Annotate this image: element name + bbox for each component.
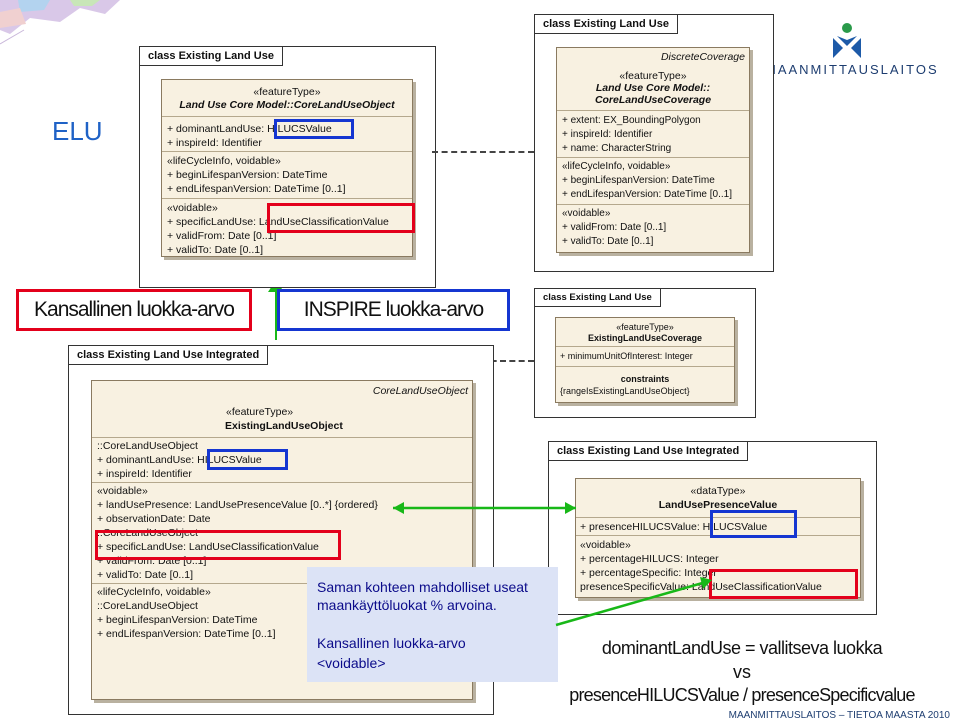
attr-valid-from: + validFrom: Date [0..1] — [562, 222, 667, 233]
attr-extent: + extent: EX_BoundingPolygon — [562, 115, 701, 126]
parent-class: DiscreteCoverage — [660, 51, 745, 63]
attr-percentage-specific: + percentageSpecific: Integer — [580, 567, 717, 579]
stereo-lifecycle: «lifeCycleInfo, voidable» — [97, 586, 211, 598]
arrowhead-left-icon — [393, 502, 404, 514]
attr-inspire-id: + inspireId: Identifier — [167, 137, 262, 149]
class-core-land-use-coverage: DiscreteCoverage «featureType» Land Use … — [556, 47, 750, 253]
highlight-landuse-classification-red-2 — [95, 530, 341, 560]
class-land-use-presence-value: «dataType» LandUsePresenceValue + presen… — [575, 478, 861, 598]
dashed-connector-1 — [432, 151, 534, 153]
note-box: Saman kohteen mahdolliset useat maankäyt… — [307, 567, 558, 682]
attr-presence-specific: presenceSpecificValue: LandUseClassifica… — [580, 581, 822, 593]
note-line1: Saman kohteen mahdolliset useat — [317, 579, 528, 595]
attr-dominant-land-use: + dominantLandUse: HILUCSValue — [167, 123, 332, 135]
attr-inspire-id: + inspireId: Identifier — [97, 468, 192, 480]
attr-inspire-id: + inspireId: Identifier — [562, 129, 653, 140]
class-existing-land-use-coverage: «featureType» ExistingLandUseCoverage + … — [555, 317, 735, 403]
highlight-landuse-classification-red-3 — [709, 569, 858, 599]
constraints-title: constraints — [620, 374, 670, 384]
class-name-line1: Land Use Core Model:: — [595, 82, 711, 94]
class-name: ExistingLandUseObject — [225, 420, 343, 432]
label-inspire-value: INSPIRE luokka-arvo — [277, 289, 510, 331]
stereo-voidable: «voidable» — [562, 208, 611, 219]
class-core-land-use-object: «featureType» Land Use Core Model::CoreL… — [161, 79, 413, 257]
highlight-hilucs-blue — [274, 119, 354, 139]
bottom-line1: dominantLandUse = vallitseva luokka — [601, 638, 883, 658]
attr-valid-to: + validTo: Date [0..1] — [562, 236, 654, 247]
attr-valid-to: + validTo: Date [0..1] — [167, 244, 264, 256]
label-national-value: Kansallinen luokka-arvo — [16, 289, 252, 331]
note-arrow-line — [555, 580, 707, 627]
package-tab: class Existing Land Use Integrated — [68, 345, 269, 365]
inherited-label: ::CoreLandUseObject — [97, 600, 198, 612]
note-line3: Kansallinen luokka-arvo — [317, 635, 466, 651]
stereo-lifecycle: «lifeCycleInfo, voidable» — [562, 161, 671, 172]
attr-valid-from: + validFrom: Date [0..1] — [167, 230, 277, 242]
class-name: ExistingLandUseCoverage — [587, 333, 703, 343]
attr-begin-lifespan: + beginLifespanVersion: DateTime — [562, 175, 715, 186]
stereo-lifecycle: «lifeCycleInfo, voidable» — [167, 155, 281, 167]
inherited-label: ::CoreLandUseObject — [97, 440, 198, 452]
attr-end-lifespan: + endLifespanVersion: DateTime [0..1] — [167, 183, 346, 195]
attr-observation-date: + observationDate: Date — [97, 513, 211, 525]
class-name-line2: CoreLandUseCoverage — [594, 94, 712, 106]
maanmittauslaitos-logo-icon — [833, 23, 861, 58]
attr-end-lifespan: + endLifespanVersion: DateTime [0..1] — [562, 189, 733, 200]
arrowhead-right-icon — [565, 502, 576, 514]
stereotype: «featureType» — [616, 322, 674, 332]
stereo-voidable: «voidable» — [97, 485, 148, 497]
attr-begin-lifespan: + beginLifespanVersion: DateTime — [167, 169, 328, 181]
stereotype: «featureType» — [619, 70, 687, 82]
footer-text: MAANMITTAUSLAITOS – TIETOA MAASTA 2010 — [728, 710, 950, 721]
bottom-line2: vs — [733, 662, 751, 682]
stereotype: «dataType» — [690, 485, 746, 497]
attr-land-use-presence: + landUsePresence: LandUsePresenceValue … — [97, 499, 378, 511]
class-name: LandUsePresenceValue — [658, 499, 778, 511]
attr-dominant-land-use: + dominantLandUse: HILUCSValue — [97, 454, 262, 466]
stereo-voidable: «voidable» — [167, 202, 218, 214]
attr-minimum-unit: + minimumUnitOfInterest: Integer — [560, 351, 693, 361]
map-fragment-image — [0, 0, 130, 60]
logo-text: MAANMITTAUSLAITOS — [765, 62, 939, 77]
elu-title: ELU — [52, 116, 103, 146]
attr-valid-to: + validTo: Date [0..1] — [97, 569, 194, 581]
package-tab: class Existing Land Use — [534, 14, 678, 34]
dashed-connector-2 — [472, 360, 534, 362]
package-existing-land-use-1: class Existing Land Use «featureType» La… — [139, 46, 436, 288]
attr-specific-land-use: + specificLandUse: LandUseClassification… — [167, 216, 389, 228]
attr-name: + name: CharacterString — [562, 143, 672, 154]
highlight-landuse-classification-red — [267, 203, 415, 233]
package-existing-land-use-2: class Existing Land Use DiscreteCoverage… — [534, 14, 774, 272]
attr-begin-lifespan: + beginLifespanVersion: DateTime — [97, 614, 258, 626]
package-tab: class Existing Land Use — [139, 46, 283, 66]
note-line2: maankäyttöluokat % arvoina. — [317, 597, 497, 613]
note-line4: <voidable> — [317, 655, 386, 671]
package-existing-land-use-3: class Existing Land Use «featureType» Ex… — [534, 288, 756, 418]
stereo-voidable: «voidable» — [580, 539, 631, 551]
green-connector-line — [275, 288, 277, 340]
stereotype: «featureType» — [253, 86, 321, 98]
package-tab: class Existing Land Use Integrated — [548, 441, 749, 461]
package-tab: class Existing Land Use — [534, 288, 661, 307]
class-name: Land Use Core Model::CoreLandUseObject — [179, 99, 395, 111]
constraint-range: {rangeIsExistingLandUseObject} — [560, 386, 690, 396]
attr-presence-hilucs: + presenceHILUCSValue: HILUCSValue — [580, 521, 768, 533]
parent-class: CoreLandUseObject — [372, 385, 468, 397]
stereotype: «featureType» — [226, 406, 294, 418]
attr-percentage-hilucs: + percentageHILUCS: Integer — [580, 553, 719, 565]
attr-end-lifespan: + endLifespanVersion: DateTime [0..1] — [97, 628, 276, 640]
attr-specific-land-use: + specificLandUse: LandUseClassification… — [97, 541, 319, 553]
highlight-hilucs-blue-3 — [710, 510, 797, 538]
bottom-line3: presenceHILUCSValue / presenceSpecificva… — [569, 685, 915, 705]
highlight-hilucs-blue-2 — [207, 449, 288, 470]
arrowhead-note-icon — [700, 577, 712, 589]
